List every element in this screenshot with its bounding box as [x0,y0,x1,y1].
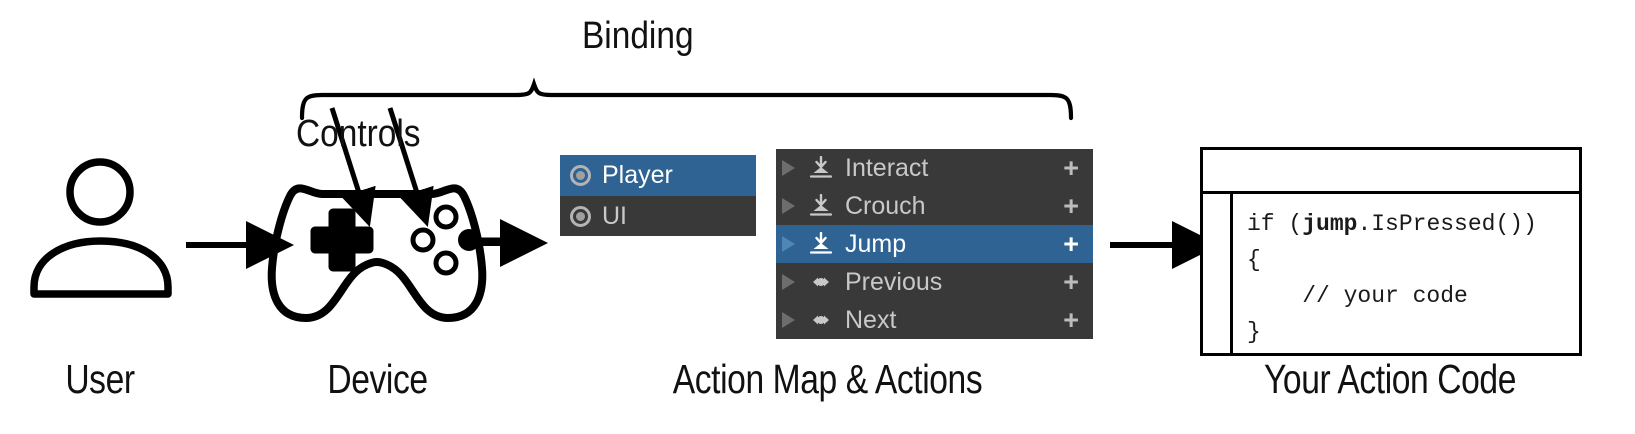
add-binding-button[interactable]: + [1063,304,1079,335]
user-person-icon [30,158,172,298]
action-label: Crouch [845,191,926,220]
gamepad-controller-icon [267,184,487,323]
action-row-previous[interactable]: Previous + [776,263,1093,301]
expand-triangle-icon[interactable] [782,160,795,176]
action-map-icon [570,165,591,186]
arrow-right-icon-device-actions [469,219,548,267]
controls-annotation-label: Controls [296,113,421,155]
expand-triangle-icon[interactable] [782,236,795,252]
action-label: Previous [845,267,943,296]
add-binding-button[interactable]: + [1063,228,1079,259]
code-line: { [1247,247,1261,273]
code-editor-text[interactable]: if (jump.IsPressed()) { // your code} [1233,194,1579,353]
code-editor-window[interactable]: if (jump.IsPressed()) { // your code} [1200,147,1582,356]
caption-your-action-code: Your Action Code [1263,356,1516,402]
action-map-row-ui[interactable]: UI [560,196,756,236]
add-binding-button[interactable]: + [1063,190,1079,221]
expand-triangle-icon[interactable] [782,312,795,328]
code-editor-titlebar [1203,150,1579,194]
caption-user: User [65,356,135,402]
action-map-row-player[interactable]: Player [560,155,756,196]
button-action-icon [807,231,835,256]
action-label: Next [845,305,897,334]
code-line: // your code [1247,283,1468,309]
code-line: } [1247,319,1261,345]
expand-triangle-icon[interactable] [782,274,795,290]
action-map-icon [570,205,591,227]
expand-triangle-icon[interactable] [782,198,795,214]
action-row-interact[interactable]: Interact + [776,149,1093,187]
action-maps-list[interactable]: Player UI [560,155,756,236]
code-editor-gutter [1203,194,1233,353]
caption-device: Device [327,356,428,402]
binding-annotation-label: Binding [582,15,694,57]
add-binding-button[interactable]: + [1063,152,1079,183]
button-action-icon [807,193,835,218]
value-axis-action-icon [807,308,835,332]
caption-action-map-actions: Action Map & Actions [672,356,983,402]
action-label: Jump [845,229,907,258]
add-binding-button[interactable]: + [1063,266,1079,297]
action-row-crouch[interactable]: Crouch + [776,187,1093,225]
button-action-icon [807,155,835,180]
action-row-jump[interactable]: Jump + [776,225,1093,263]
action-map-label: UI [602,201,627,230]
action-row-next[interactable]: Next + [776,301,1093,339]
action-map-label: Player [602,161,673,189]
value-axis-action-icon [807,270,835,294]
code-editor-body: if (jump.IsPressed()) { // your code} [1203,194,1579,353]
actions-list[interactable]: Interact + Crouch + [776,149,1093,339]
code-line: if (jump.IsPressed()) [1247,211,1537,237]
action-label: Interact [845,153,929,182]
